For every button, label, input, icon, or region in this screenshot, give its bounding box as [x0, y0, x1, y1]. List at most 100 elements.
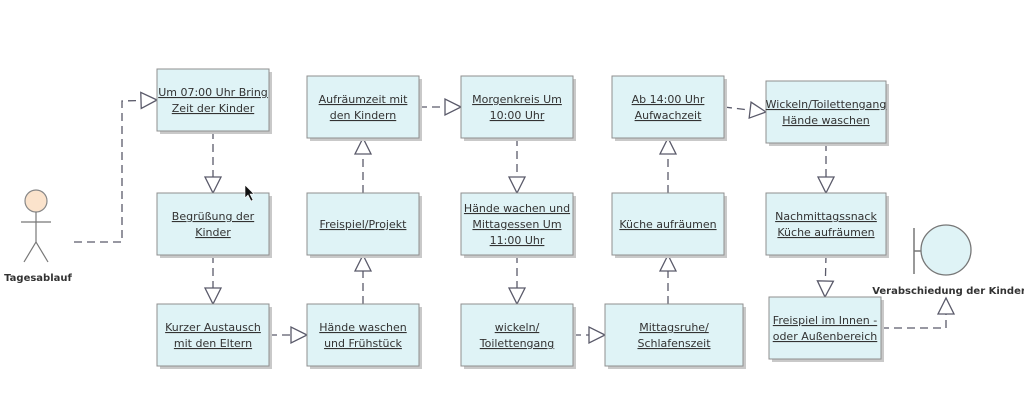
boundary-circle-icon — [920, 224, 972, 276]
flow-edge — [203, 255, 223, 306]
step-label-line: Begrüßung der — [172, 210, 255, 223]
step-box-rect — [611, 192, 725, 256]
step-box-rect — [611, 75, 725, 139]
step-label-line: Hände waschen — [319, 321, 406, 334]
mouse-cursor-icon — [244, 184, 255, 202]
arrowhead-icon — [816, 280, 835, 299]
arrowhead-icon — [203, 287, 223, 306]
actor-leg-left — [23, 241, 37, 263]
step-box-rect — [768, 296, 882, 360]
step-label-line: Um 07:00 Uhr Bring — [158, 86, 268, 99]
arrowhead-icon — [936, 296, 956, 315]
actor-label: Tagesablauf — [4, 273, 72, 284]
step-label-line: Wickeln/Toilettengang — [766, 98, 887, 111]
step-box-rect — [156, 192, 270, 256]
step-label-line: wickeln/ — [495, 321, 540, 334]
flow-edge — [419, 97, 463, 117]
step-box-rect — [604, 303, 744, 367]
step-label-line: oder Außenbereich — [773, 330, 878, 343]
flow-edge-line — [881, 298, 947, 329]
arrowhead-icon — [507, 287, 527, 306]
step-box-rect — [460, 303, 574, 367]
step-label-line: Morgenkreis Um — [472, 93, 562, 106]
step-label-line: 11:00 Uhr — [490, 234, 545, 247]
step-box-rect — [156, 303, 270, 367]
step-label-line: Kurzer Austausch — [165, 321, 261, 334]
step-label-line: Küche aufräumen — [777, 226, 874, 239]
step-box-rect — [306, 192, 420, 256]
step-label-line: Küche aufräumen — [619, 218, 716, 231]
step-box-s10[interactable]: Mittagsruhe/Schlafenszeit — [604, 303, 746, 369]
arrowhead-icon — [748, 101, 768, 120]
arrowhead-icon — [290, 325, 309, 345]
arrowhead-icon — [588, 325, 607, 345]
arrowhead-icon — [444, 97, 463, 117]
flow-edge — [881, 296, 956, 329]
arrowhead-icon — [507, 176, 527, 195]
step-label-line: Nachmittagssnack — [775, 210, 877, 223]
arrowhead-icon — [658, 253, 678, 272]
flow-edge — [353, 136, 373, 193]
flow-edge — [507, 255, 527, 306]
step-label-line: und Frühstück — [324, 337, 402, 350]
step-label-line: Kinder — [195, 226, 231, 239]
flow-edge — [573, 325, 607, 345]
actor-leg-right — [35, 241, 49, 263]
actor-tagesablauf[interactable]: Tagesablauf — [4, 189, 73, 284]
flow-edge-line — [824, 254, 827, 298]
step-box-rect — [306, 75, 420, 139]
step-box-rect — [156, 68, 270, 132]
step-box-s11[interactable]: Küche aufräumen — [611, 192, 727, 258]
flow-edge — [658, 136, 678, 193]
flow-edges — [74, 91, 956, 345]
flow-edge — [723, 101, 768, 120]
step-box-s5[interactable]: Freispiel/Projekt — [306, 192, 422, 258]
step-label-line: Freispiel im Innen - — [773, 314, 877, 327]
step-label-line: Mittagsruhe/ — [639, 321, 709, 334]
flow-edge — [816, 254, 835, 299]
actor-head-icon — [24, 189, 48, 213]
flow-edge — [658, 253, 678, 304]
flow-edge — [816, 143, 836, 195]
arrowhead-icon — [353, 253, 373, 272]
step-label-line: den Kindern — [330, 109, 397, 122]
step-label-line: Mittagessen Um — [472, 218, 561, 231]
step-box-rect — [306, 303, 420, 367]
arrowhead-icon — [203, 176, 223, 195]
flow-edge — [507, 138, 527, 195]
flow-edge-line — [74, 99, 158, 243]
step-box-rect — [460, 192, 574, 256]
step-label-line: Aufwachzeit — [635, 109, 703, 122]
flow-edge-line — [723, 106, 767, 113]
boundary-verabschiedung[interactable]: Verabschiedung der Kinder — [872, 224, 1024, 297]
step-label-line: 10:00 Uhr — [490, 109, 545, 122]
step-label-line: Hände waschen — [782, 114, 869, 127]
arrowhead-icon — [658, 136, 678, 155]
arrowhead-icon — [140, 91, 159, 110]
step-box-rect — [460, 75, 574, 139]
step-box-s4[interactable]: Hände waschen und Frühstück — [306, 303, 422, 369]
boundary-label: Verabschiedung der Kinder — [872, 286, 1024, 297]
flow-edge — [74, 91, 159, 243]
flow-edge — [353, 253, 373, 304]
step-box-rect — [765, 192, 887, 256]
step-box-rect — [765, 80, 887, 144]
step-box-s6[interactable]: Aufräumzeit mit den Kindern — [306, 75, 422, 141]
step-label-line: Toilettengang — [479, 337, 555, 350]
step-box-s15[interactable]: Freispiel im Innen - oder Außenbereich — [768, 296, 884, 362]
step-box-s7[interactable]: Morgenkreis Um 10:00 Uhr — [460, 75, 576, 141]
step-box-s9[interactable]: wickeln/Toilettengang — [460, 303, 576, 369]
step-label-line: Aufräumzeit mit — [319, 93, 408, 106]
step-label-line: Schlafenszeit — [637, 337, 711, 350]
step-label-line: Freispiel/Projekt — [320, 218, 408, 231]
arrowhead-icon — [816, 176, 836, 195]
